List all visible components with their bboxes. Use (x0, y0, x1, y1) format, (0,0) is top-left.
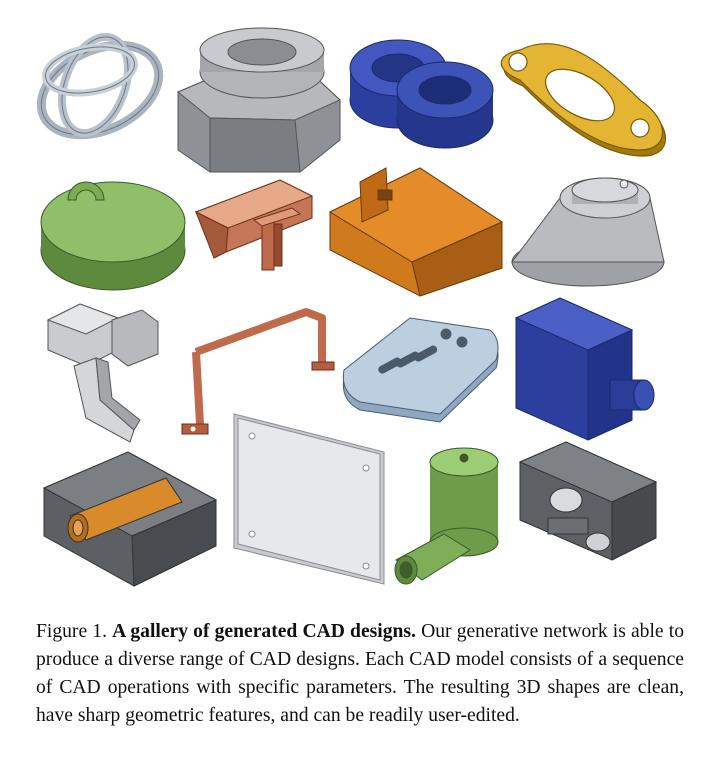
cad-model-copper-handle (181, 308, 335, 435)
cad-model-hex-nut (177, 27, 341, 173)
cad-model-green-disc (40, 181, 186, 291)
cad-model-thin-panel (233, 413, 385, 585)
cad-gallery-figure (36, 27, 667, 587)
cad-model-wedge-cylinder (42, 451, 218, 587)
cad-model-rings (36, 32, 164, 140)
cad-model-grey-cone (511, 177, 665, 287)
cad-model-grey-stand (46, 303, 159, 443)
cad-model-green-elbow (394, 447, 499, 585)
figure-label: Figure 1. (36, 620, 107, 642)
cad-model-orange-block (328, 167, 504, 297)
cad-model-copper-bracket (194, 179, 314, 271)
figure-title: A gallery of generated CAD designs. (112, 620, 416, 642)
cad-model-slotted-plate (342, 317, 499, 423)
cad-model-gold-flange (500, 43, 667, 157)
cad-model-dark-block (518, 441, 658, 561)
cad-model-blue-block (514, 297, 655, 441)
cad-model-blue-rings (349, 39, 494, 149)
figure-body: Our generative network is able to produc… (36, 620, 684, 726)
figure-caption: Figure 1. A gallery of generated CAD des… (36, 618, 684, 730)
